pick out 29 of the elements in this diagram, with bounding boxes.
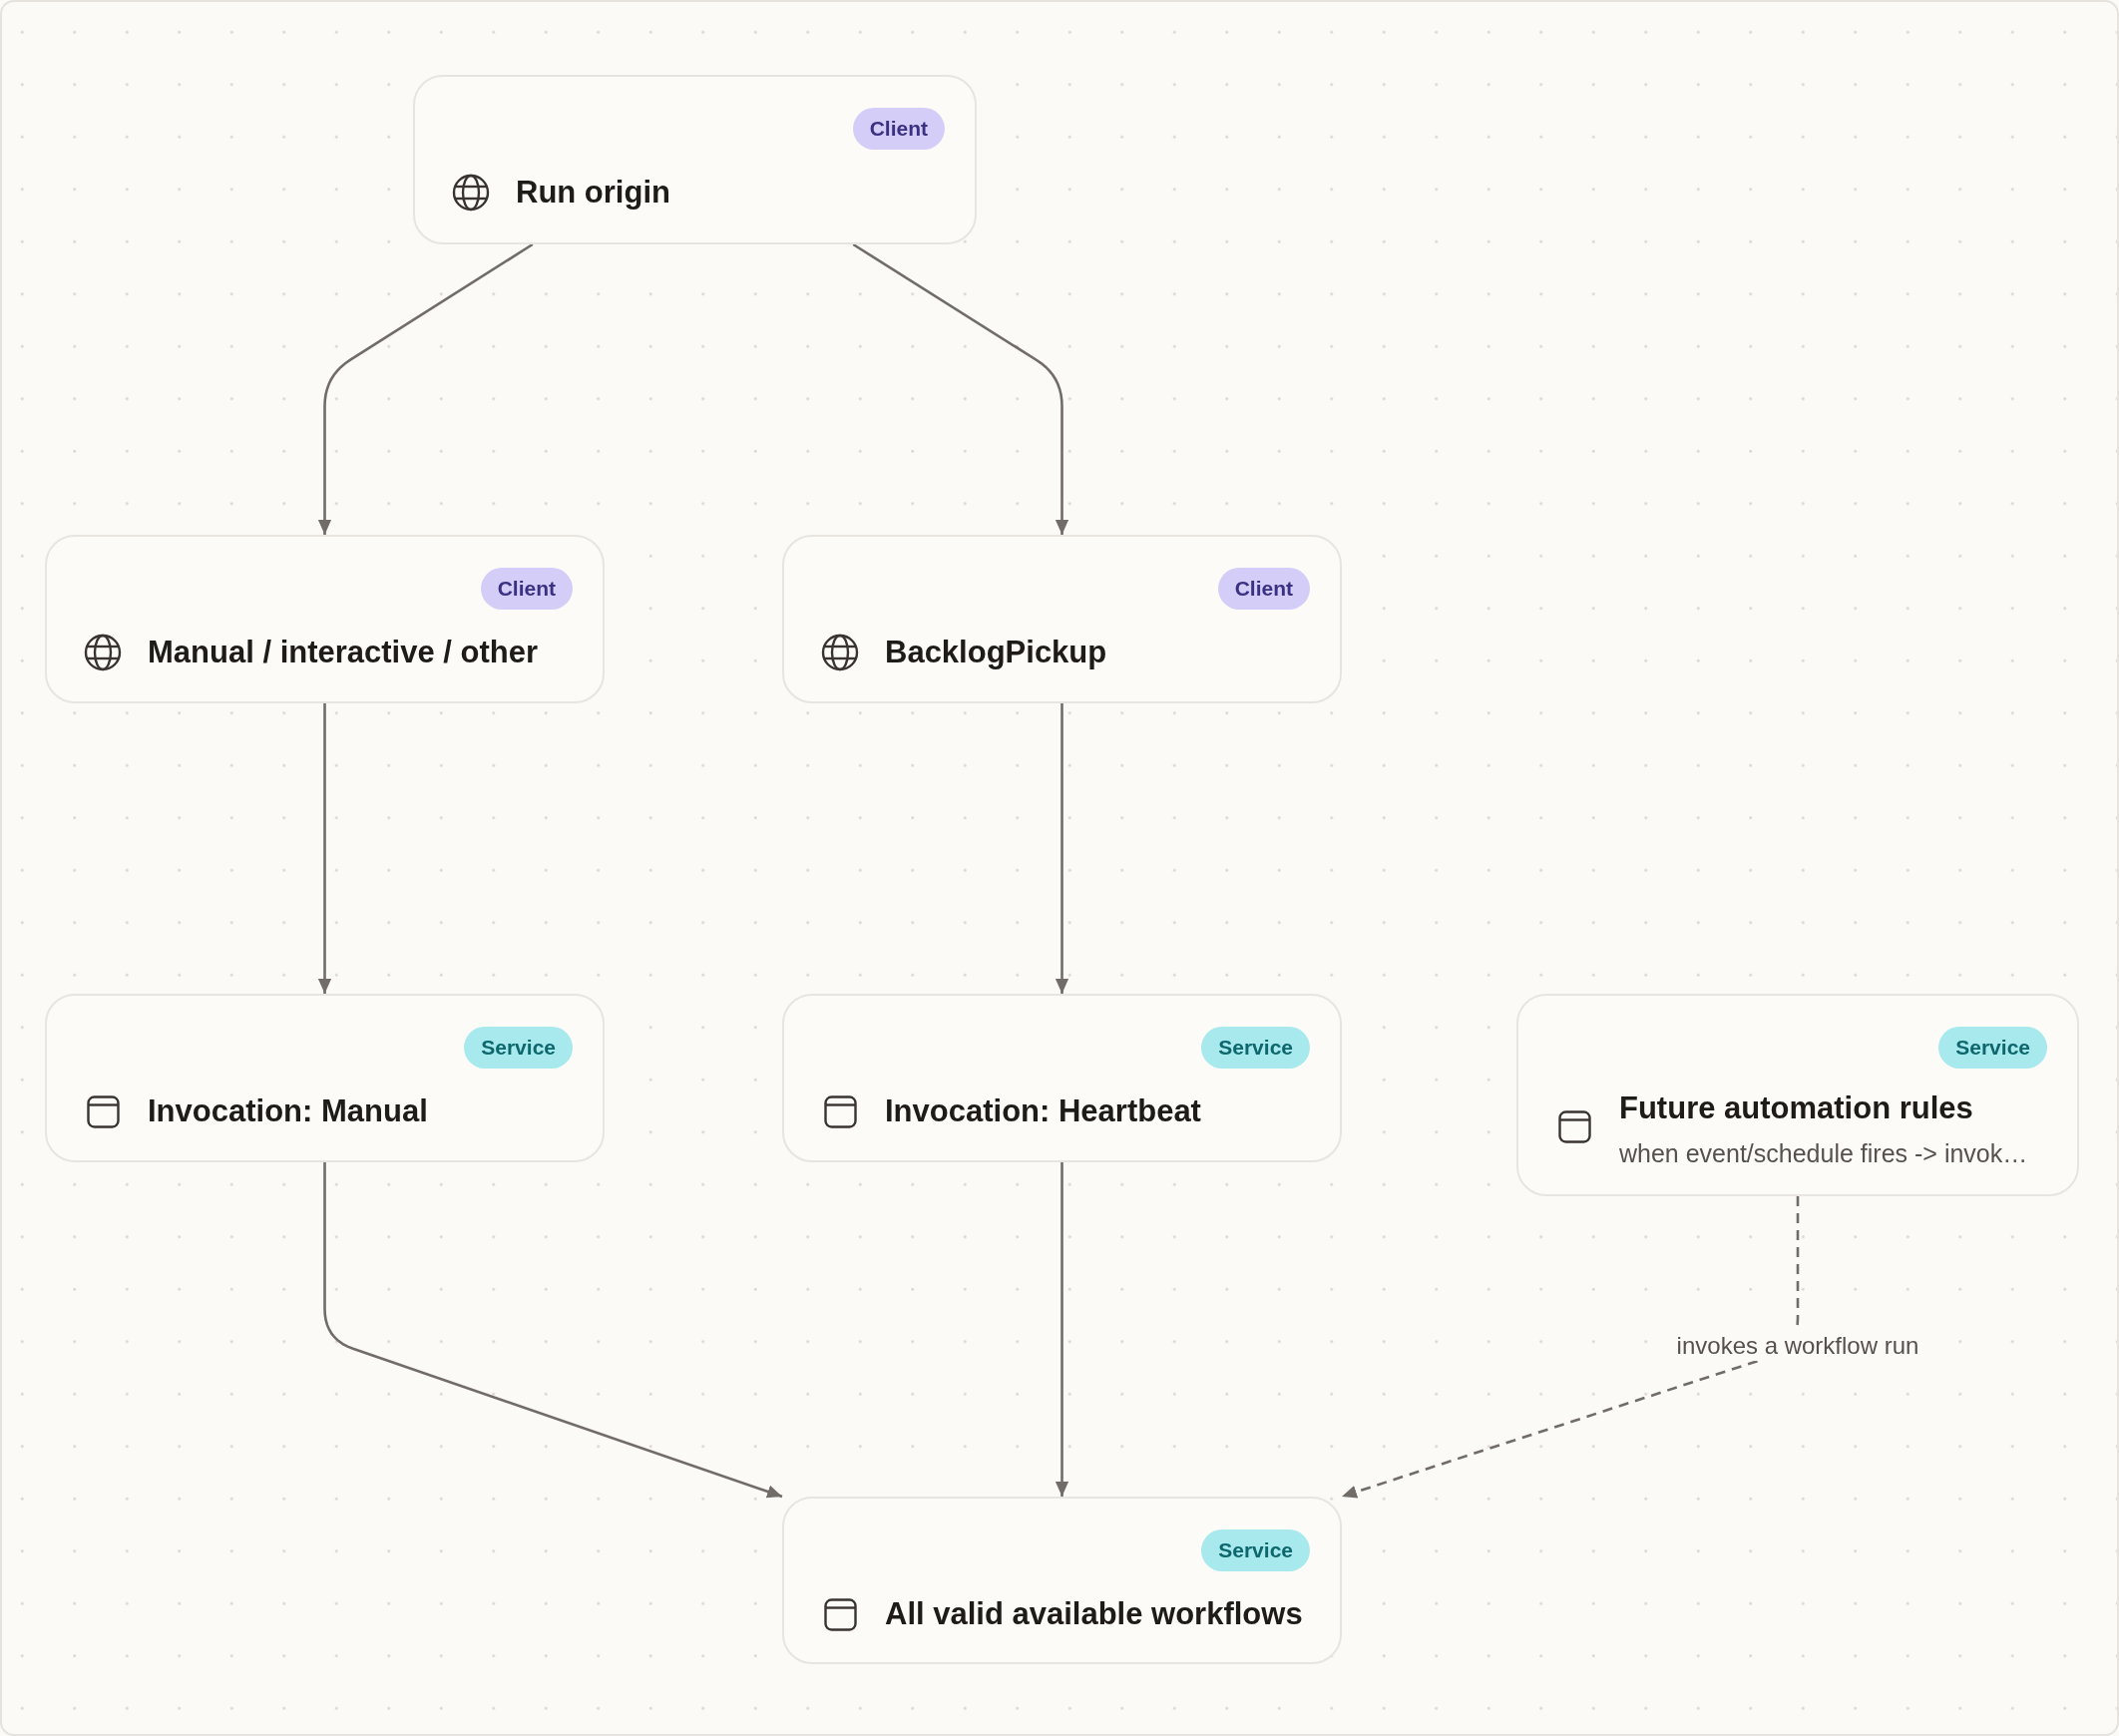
tag-badge: Service (1938, 1027, 2047, 1069)
tag-badge: Client (1217, 568, 1310, 610)
node-title: BacklogPickup (885, 634, 1107, 671)
arrow (1055, 1162, 1069, 1497)
node-card (413, 75, 977, 244)
node-card (1516, 994, 2079, 1196)
node-title: Invocation: Manual (148, 1092, 428, 1130)
node-title: Future automation rules (1619, 1089, 1973, 1127)
arrow (852, 242, 1069, 535)
node-card (45, 535, 605, 703)
tag-badge: Service (464, 1027, 573, 1069)
arrow (317, 242, 534, 535)
node-title: Manual / interactive / other (148, 634, 539, 671)
node-card (782, 1497, 1342, 1664)
node-card (782, 535, 1342, 703)
tag-badge: Service (1201, 1027, 1310, 1069)
node-title: Run origin (516, 174, 670, 212)
node-title: All valid available workflows (885, 1595, 1303, 1633)
node-description: when event/schedule fires -> invok… (1619, 1138, 2028, 1168)
tag-badge: Client (852, 108, 945, 150)
node-card (782, 994, 1342, 1162)
node-card (45, 994, 605, 1162)
arrow (317, 703, 332, 994)
arrow (323, 1162, 783, 1499)
tag-badge: Client (480, 568, 573, 610)
arrow (1055, 703, 1069, 994)
tag-badge: Service (1201, 1529, 1310, 1571)
dashed-arrow (1341, 1196, 1800, 1499)
node-title: Invocation: Heartbeat (885, 1092, 1201, 1130)
